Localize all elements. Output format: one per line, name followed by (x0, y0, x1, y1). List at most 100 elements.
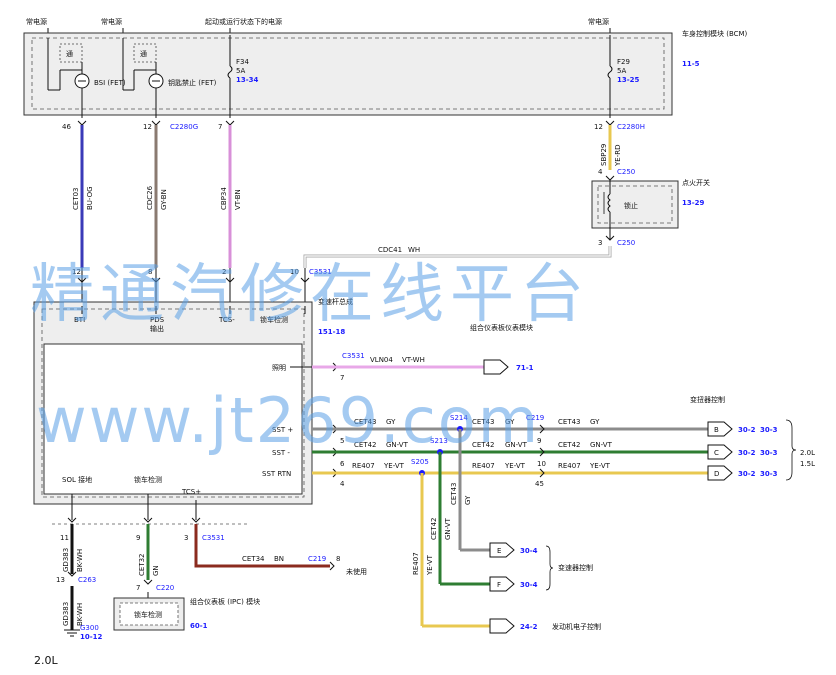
ign-switch-title: 点火开关 (682, 178, 710, 187)
pin-46: 46 (62, 123, 71, 131)
key-block-glyph: 通 (140, 49, 147, 58)
pin-10: 10 (290, 268, 299, 276)
shifter-title: 变速杆总成 (318, 297, 353, 306)
label-sst-rtn: SST RTN (262, 470, 291, 478)
footer-engine-label: 2.0L (34, 654, 58, 667)
wire-cet34 (194, 524, 330, 568)
label-bti: BTI (74, 316, 85, 324)
wire-cet43-color-3: GY (590, 418, 600, 426)
pin-6: 6 (340, 460, 345, 468)
wire-cet43-color-1: GY (386, 418, 396, 426)
pin-13: 13 (56, 576, 65, 584)
wire-gd383-label-b: GD383 (62, 602, 70, 626)
top-power-label-3: 起动或运行状态下的电源 (205, 17, 282, 26)
wire-cet43-label-3: CET43 (558, 418, 581, 426)
top-power-label-2: 常电源 (101, 17, 122, 26)
wire-cet32-color: GN (152, 565, 160, 576)
label-sst-minus: SST - (272, 449, 290, 457)
label-brake-detect: 锁车检测 (260, 315, 288, 324)
wire-cet43-v-label: CET43 (450, 483, 458, 506)
ipc-module-title: 组合仪表板 (IPC) 模块 (190, 597, 260, 606)
pin-12-a: 12 (143, 123, 152, 131)
pin-7-b: 7 (340, 374, 344, 382)
wire-gd383-label-a: GD383 (62, 548, 70, 572)
fuse-f29-label: F29 (617, 58, 630, 66)
pin-3-b: 3 (184, 534, 188, 542)
wire-cet03-label: CET03 (72, 188, 80, 211)
wire-cbp34-label: CBP34 (220, 187, 228, 210)
wire-cet34-color: BN (274, 555, 284, 563)
ref-24-2: 24-2 (520, 623, 538, 631)
top-power-label-1: 常电源 (26, 17, 47, 26)
fuse-f34-amp: 5A (236, 67, 245, 75)
bcm-ref: 11-5 (682, 60, 700, 68)
ref-30-3-d: 30-3 (760, 470, 778, 478)
wire-re407-color-2: YE-VT (504, 462, 526, 470)
wire-cet42-v-label: CET42 (430, 518, 438, 541)
wire-sbp29-label: SBP29 (600, 144, 608, 166)
conn-c: C (714, 449, 719, 457)
engine-1-5l: 1.5L (800, 460, 815, 468)
ground-g300: G300 (80, 624, 99, 632)
wire-re407-v-label: RE407 (412, 552, 420, 575)
pin-12-b: 12 (594, 123, 603, 131)
conn-c3531-mid: C3531 (342, 352, 365, 360)
pin-5: 5 (340, 437, 344, 445)
wire-cet34-label: CET34 (242, 555, 265, 563)
wire-vln04-color: VT-WH (402, 356, 425, 364)
conn-f: F (497, 581, 501, 589)
ref-30-2-b: 30-2 (738, 426, 756, 434)
label-brake-detect-2: 锁车检测 (134, 475, 162, 484)
wire-cdc26-label: CDC26 (146, 185, 154, 210)
pcm-ctrl-label: 发动机电子控制 (552, 622, 601, 631)
wire-cet43-label-1: CET43 (354, 418, 377, 426)
ipc-brake-label: 锁车检测 (134, 610, 162, 619)
conn-b: B (714, 426, 719, 434)
engine-2-0l: 2.0L (800, 449, 815, 457)
pin-4: 4 (598, 168, 603, 176)
wire-re407-label-3: RE407 (558, 462, 581, 470)
wire-cet43-color-2: GY (505, 418, 515, 426)
ref-30-2-c: 30-2 (738, 449, 756, 457)
conn-c219-b: C219 (308, 555, 326, 563)
ref-30-2-d: 30-2 (738, 470, 756, 478)
trans-ctrl-label: 变速器控制 (558, 563, 593, 572)
wire-cet42-label-2: CET42 (472, 441, 495, 449)
wire-cdc26-color: GY-BN (160, 189, 168, 210)
wire-re407-color-3: YE-VT (589, 462, 611, 470)
key-inhibit-label: 钥匙禁止 (FET) (168, 78, 217, 87)
conn-c250-b: C250 (617, 239, 635, 247)
pin-11: 11 (60, 534, 69, 542)
fuse-f34-ref: 13-34 (236, 76, 259, 84)
pin-7-a: 7 (218, 123, 222, 131)
pin-4-b: 4 (340, 480, 345, 488)
wire-cdc41-color: WH (408, 246, 420, 254)
wire-gd383-color-b: BK-WH (76, 603, 84, 626)
fuse-f29-ref: 13-25 (617, 76, 640, 84)
wire-re407-label-1: RE407 (352, 462, 375, 470)
ign-switch-ref: 13-29 (682, 199, 705, 207)
label-pds: PDS (150, 316, 165, 324)
conn-c2280g: C2280G (170, 123, 198, 131)
bcm-title: 车身控制模块 (BCM) (682, 29, 748, 38)
unused-label: 未使用 (346, 567, 367, 576)
top-power-label-4: 常电源 (588, 17, 609, 26)
ref-71-1: 71-1 (516, 364, 534, 372)
bsi-block-glyph: 通 (66, 49, 73, 58)
ref-30-3-c: 30-3 (760, 449, 778, 457)
conn-c3531-bot: C3531 (202, 534, 225, 542)
wire-cet32-label: CET32 (138, 554, 146, 577)
label-pds-out: 输出 (150, 324, 164, 333)
pin-3: 3 (598, 239, 602, 247)
pin-12-c: 12 (72, 268, 81, 276)
wire-cet42-color-2: GN-VT (505, 441, 528, 449)
wire-cbp34-color: VT-BN (234, 189, 242, 210)
conn-c2280h: C2280H (617, 123, 645, 131)
ref-30-4-f: 30-4 (520, 581, 538, 589)
pin-7-c: 7 (136, 584, 140, 592)
shift-ctrl-label: 变扭器控制 (690, 395, 725, 404)
ipc-sub-title: 组合仪表板仪表模块 (470, 323, 533, 332)
wire-cet03-color: BU-OG (86, 186, 94, 210)
wire-re407-v-color: YE-VT (426, 554, 434, 576)
